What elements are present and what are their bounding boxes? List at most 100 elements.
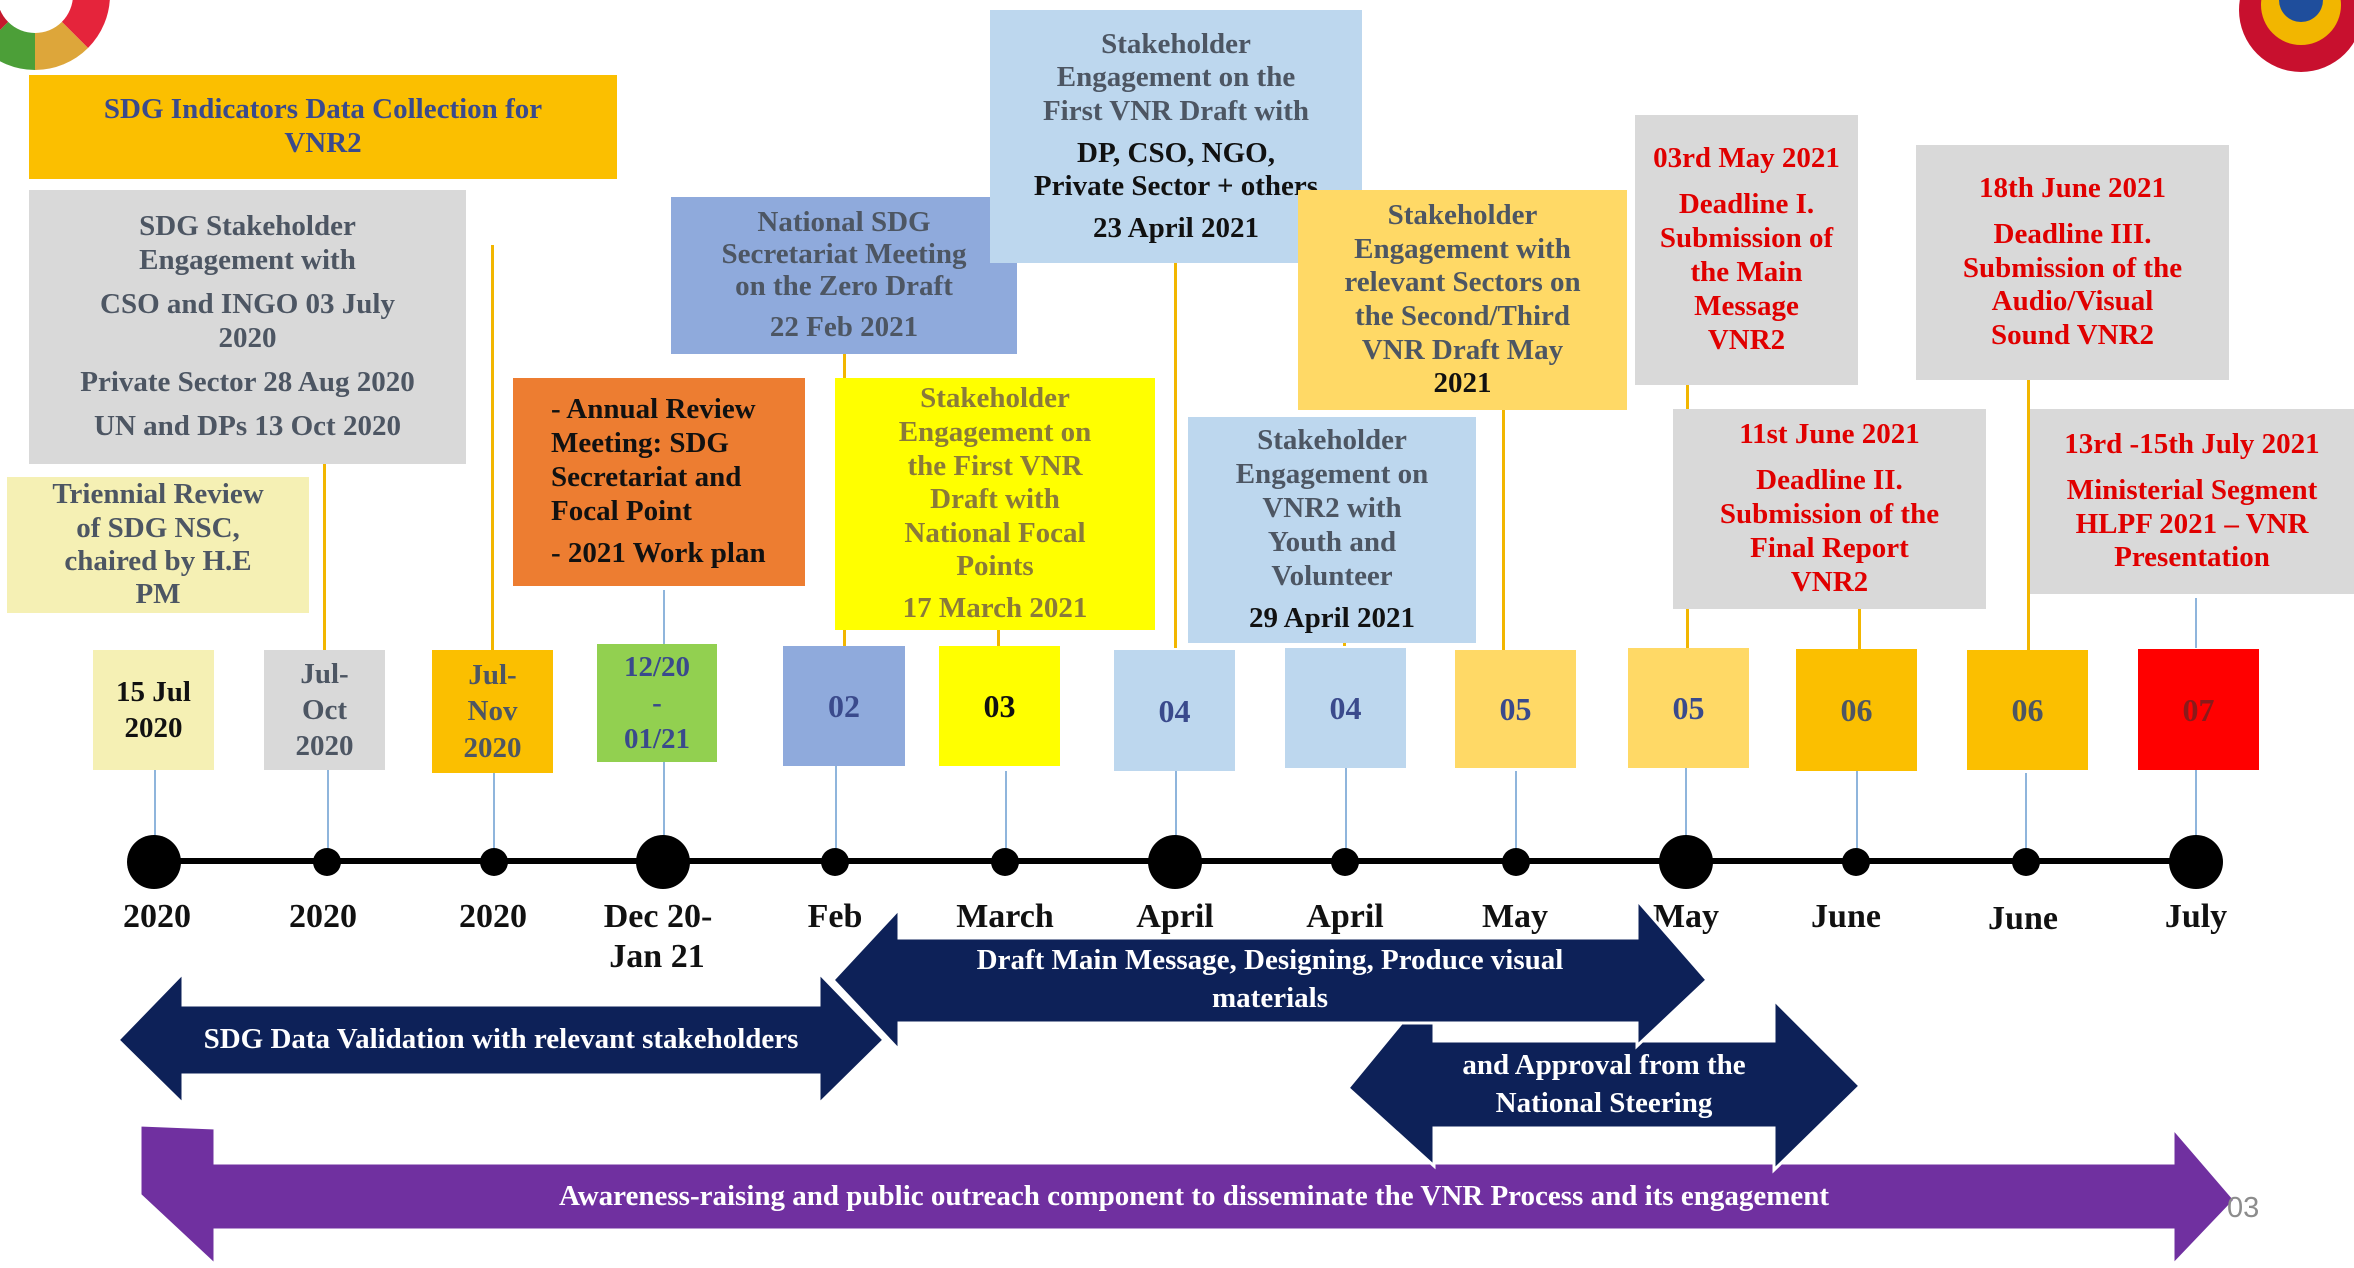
date-square: 04 (1114, 650, 1235, 771)
date-square: Jul-Oct 2020 (264, 650, 385, 770)
tick-line (1856, 770, 1858, 858)
box-line: - Annual Review (551, 393, 756, 426)
date-square: 02 (783, 646, 905, 766)
connector-line (323, 464, 326, 650)
box-line: Volunteer (1271, 559, 1393, 592)
tick-line (2195, 598, 2197, 648)
box-line: 2020 (218, 322, 277, 354)
box-line: Engagement on the (1056, 61, 1296, 94)
tick-line (663, 590, 665, 644)
box-line: Ministerial Segment (2066, 473, 2318, 506)
box-line: the First VNR (907, 449, 1083, 482)
deadline-3-box: 18th June 2021 Deadline III. Submission … (1916, 145, 2229, 380)
data-validation-label: SDG Data Validation with relevant stakeh… (203, 1023, 799, 1056)
second-third-draft-box: Stakeholder Engagement with relevant Sec… (1298, 190, 1627, 410)
axis-label: April (1306, 898, 1384, 935)
box-line: VNR2 (1707, 323, 1786, 356)
box-line: Private Sector 28 Aug 2020 (80, 365, 415, 398)
timeline-dot (821, 848, 849, 876)
box-line: Stakeholder (920, 382, 1070, 415)
tick-line (1685, 766, 1687, 858)
box-line: 23 April 2021 (1093, 211, 1259, 244)
date-square: 04 (1285, 648, 1406, 768)
box-line: Focal Point (551, 494, 692, 527)
box-line: Draft with (930, 483, 1060, 516)
box-line: National Focal (904, 516, 1086, 549)
connector-line (2027, 380, 2030, 650)
box-line: National SDG (757, 205, 931, 238)
axis-label: April (1136, 898, 1214, 935)
tick-line (663, 762, 665, 858)
date-square-label: 12/20 - 01/21 (623, 650, 691, 756)
connector-line (1174, 262, 1177, 648)
box-line: Engagement with (1354, 232, 1571, 265)
box-line: the Second/Third (1354, 300, 1571, 332)
national-secretariat-box: National SDG Secretariat Meeting on the … (671, 197, 1017, 354)
date-square-label: 05 (1499, 691, 1532, 727)
timeline-dot-large (1659, 835, 1713, 889)
connector-line (997, 618, 1000, 646)
draft-main-message-label: Draft Main Message, Designing, Produce v… (976, 944, 1564, 1014)
axis-label: May (1652, 898, 1720, 935)
date-square: 06 (1967, 650, 2088, 770)
box-line: Audio/Visual (1991, 285, 2154, 318)
axis-label: 2020 (123, 898, 191, 935)
first-draft-focal-box: Stakeholder Engagement on the First VNR … (835, 378, 1155, 630)
box-line: 11st June 2021 (1739, 418, 1920, 451)
box-line: 13rd -15th July 2021 (2064, 427, 2320, 460)
box-line: 29 April 2021 (1249, 601, 1415, 634)
box-line: Submission of the (1719, 498, 1940, 531)
axis-label: Dec 20- (603, 898, 713, 935)
box-line: 18th June 2021 (1979, 171, 2166, 204)
box-line: 17 March 2021 (902, 592, 1088, 625)
axis-label: March (956, 898, 1054, 935)
box-line: 03rd May 2021 (1653, 142, 1840, 175)
box-line: VNR2 (1790, 565, 1869, 598)
box-line: Secretariat and (551, 461, 742, 494)
awareness-label: Awareness-raising and public outreach co… (558, 1179, 1830, 1212)
box-line: Meeting: SDG (551, 427, 729, 460)
box-line: Message (1694, 289, 1799, 322)
timeline-dot (1502, 848, 1530, 876)
date-square-label: 07 (2182, 691, 2215, 728)
timeline-dot-large (127, 835, 181, 889)
date-square-label: 04 (1158, 692, 1191, 729)
axis-label: Jan 21 (609, 938, 705, 975)
deadline-2-box: 11st June 2021 Deadline II. Submission o… (1673, 409, 1986, 609)
box-line: Private Sector + others (1033, 170, 1319, 203)
date-square-label: 04 (1329, 690, 1362, 726)
box-line: Engagement on (1235, 458, 1429, 491)
tick-line (2195, 770, 2197, 858)
timeline-dot (1331, 848, 1359, 876)
date-square: Jul-Nov 2020 (432, 650, 553, 773)
box-line: - 2021 Work plan (551, 536, 766, 569)
box-line: Points (956, 550, 1034, 583)
box-line: 22 Feb 2021 (769, 311, 919, 344)
box-line: the Main (1690, 256, 1803, 288)
axis-label: 2020 (289, 898, 357, 935)
box-line: Secretariat Meeting (721, 237, 967, 270)
deadline-1-box: 03rd May 2021 Deadline I. Submission of … (1635, 115, 1858, 385)
box-line: Engagement with (139, 244, 356, 277)
tick-line (493, 773, 495, 858)
timeline-dot-large (1148, 835, 1202, 889)
date-square-label: Jul-Nov 2020 (463, 659, 522, 764)
tick-line (1005, 771, 1007, 858)
timeline-dot (313, 848, 341, 876)
youth-engagement-box: Stakeholder Engagement on VNR2 with Yout… (1188, 417, 1476, 643)
date-square: 07 (2138, 649, 2259, 770)
box-line: Submission of the (1962, 251, 2183, 284)
timeline-dot (1842, 848, 1870, 876)
box-line: Stakeholder (1101, 27, 1251, 60)
box-line: SDG Indicators Data Collection for (103, 93, 543, 126)
tick-line (1345, 768, 1347, 858)
ministerial-segment-box: 13rd -15th July 2021 Ministerial Segment… (2030, 409, 2354, 594)
tick-line (2025, 773, 2027, 858)
approval-label: and Approval from the National Steering (1462, 1048, 1746, 1119)
box-line: of SDG NSC, (76, 511, 240, 544)
axis-label: 2020 (459, 898, 527, 935)
date-square-label: 06 (1840, 692, 1873, 728)
date-square-label: 15 Jul 2020 (116, 675, 191, 744)
box-line: VNR2 with (1262, 492, 1402, 525)
tick-line (835, 766, 837, 858)
